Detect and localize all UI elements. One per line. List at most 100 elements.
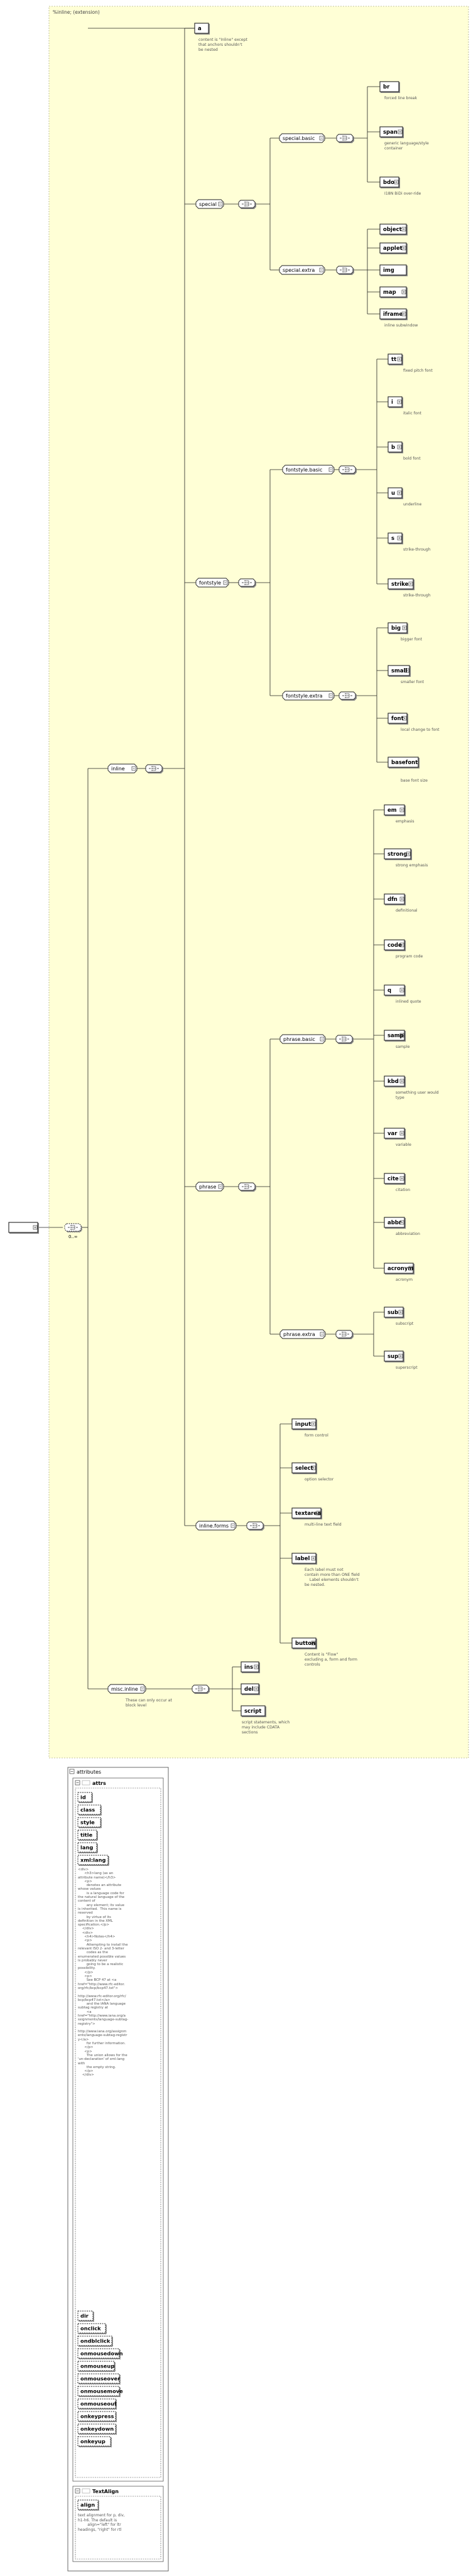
group-phrase-basic[interactable]: phrase.basic [279, 1034, 326, 1044]
attribute-onkeypress[interactable]: onkeypress [77, 2411, 116, 2422]
element-a[interactable]: a [194, 23, 209, 34]
element-i[interactable]: i [387, 396, 403, 407]
attribute-align[interactable]: align [77, 2499, 99, 2510]
attribute-lang[interactable]: lang [77, 1842, 97, 1853]
group-misc-inline[interactable]: misc.inline [107, 1684, 146, 1694]
group-fontstyle-basic[interactable]: fontstyle.basic [282, 465, 335, 475]
note-tt: fixed pitch font [403, 369, 433, 373]
attribute-ondblclick[interactable]: ondblclick [77, 2336, 112, 2346]
element-font[interactable]: font [387, 713, 408, 724]
kbd-label: kbd [387, 1079, 399, 1085]
button-label: button [295, 1641, 315, 1647]
element-span[interactable]: span [379, 126, 403, 137]
note-basefont: base font size [401, 779, 428, 783]
attribute-id-label: id [80, 1794, 86, 1801]
element-cite[interactable]: cite [384, 1173, 405, 1184]
fontstyle-label: fontstyle [199, 580, 221, 586]
attribute-onmouseout[interactable]: onmouseout [77, 2398, 117, 2409]
note-em: emphasis [396, 819, 414, 824]
element-script[interactable]: script [241, 1705, 266, 1716]
attribute-xml-lang[interactable]: xml:lang [77, 1855, 109, 1865]
dfn-label: dfn [387, 897, 398, 903]
em-label: em [387, 807, 397, 814]
fontstyle-extra-label: fontstyle.extra [286, 693, 323, 699]
element-textarea[interactable]: textarea [291, 1507, 322, 1519]
attribute-onmousedown[interactable]: onmousedown [77, 2348, 123, 2359]
element-small[interactable]: small [387, 665, 410, 676]
group-special-basic[interactable]: special.basic [279, 133, 325, 143]
group-inline-forms[interactable]: inline.forms [195, 1521, 237, 1531]
element-acronym[interactable]: acronym [384, 1263, 414, 1274]
bdo-label: bdo [383, 180, 394, 186]
note-dfn: definitional [396, 908, 418, 913]
choice-compositor [238, 578, 256, 587]
element-s[interactable]: s [387, 532, 403, 544]
element-del[interactable]: del [241, 1683, 259, 1695]
attribute-dir-label: dir [80, 2313, 89, 2319]
sup-label: sup [387, 1354, 398, 1360]
attribute-onclick-label: onclick [80, 2325, 101, 2332]
element-ins[interactable]: ins [241, 1661, 259, 1673]
element-input[interactable]: input [291, 1418, 317, 1430]
attribute-onkeydown[interactable]: onkeydown [77, 2423, 116, 2434]
choice-compositor [336, 134, 354, 143]
element-label[interactable]: label [291, 1553, 317, 1564]
element-map[interactable]: map [379, 286, 407, 298]
group-inline[interactable]: inline [107, 763, 138, 773]
element-strike[interactable]: strike [387, 578, 414, 590]
map-label: map [383, 289, 396, 296]
element-button[interactable]: button [291, 1637, 317, 1649]
group-fontstyle[interactable]: fontstyle [195, 578, 229, 588]
element-var[interactable]: var [384, 1128, 405, 1139]
attribute-class[interactable]: class [77, 1804, 101, 1815]
element-applet[interactable]: applet [379, 242, 407, 254]
element-sup[interactable]: sup [384, 1350, 404, 1362]
element-samp[interactable]: samp [384, 1030, 405, 1041]
element-abbr[interactable]: abbr [384, 1217, 405, 1228]
element-select[interactable]: select [291, 1462, 317, 1474]
special-basic-label: special.basic [283, 136, 315, 141]
group-label: %inline; (extension) [53, 9, 100, 15]
element-b[interactable]: b [387, 441, 403, 453]
element-img[interactable]: img [379, 264, 407, 276]
attribute-onkeyup[interactable]: onkeyup [77, 2436, 111, 2447]
group-phrase[interactable]: phrase [195, 1182, 224, 1192]
element-strong[interactable]: strong [384, 848, 411, 860]
attribute-lang-label: lang [80, 1845, 93, 1851]
element-code[interactable]: code [384, 939, 405, 951]
attribute-title[interactable]: title [77, 1830, 97, 1840]
note-input: form control [305, 1433, 328, 1438]
element-br[interactable]: br [379, 81, 399, 92]
group-fontstyle-extra[interactable]: fontstyle.extra [282, 691, 335, 701]
attribute-onmouseover[interactable]: onmouseover [77, 2373, 121, 2384]
acronym-label: acronym [387, 1266, 413, 1272]
element-basefont[interactable]: basefont [387, 757, 419, 768]
element-root-element[interactable] [8, 1222, 38, 1233]
element-u[interactable]: u [387, 487, 403, 498]
element-q[interactable]: q [384, 984, 405, 996]
group-special-extra[interactable]: special.extra [279, 265, 325, 275]
attribute-id[interactable]: id [77, 1792, 92, 1803]
element-tt[interactable]: tt [387, 353, 403, 365]
choice-compositor [246, 1521, 264, 1530]
note-abbr: abbreviation [396, 1232, 420, 1236]
b-label: b [391, 445, 395, 451]
attribute-style[interactable]: style [77, 1817, 101, 1828]
element-dfn[interactable]: dfn [384, 893, 405, 905]
input-label: input [295, 1421, 311, 1428]
attribute-onmousemove[interactable]: onmousemove [77, 2386, 123, 2396]
attribute-onkeypress-label: onkeypress [80, 2413, 114, 2420]
element-sub[interactable]: sub [384, 1307, 404, 1318]
element-iframe[interactable]: iframe [379, 308, 407, 320]
element-bdo[interactable]: bdo [379, 176, 399, 188]
inline-forms-label: inline.forms [199, 1523, 229, 1529]
element-big[interactable]: big [387, 622, 408, 633]
element-em[interactable]: em [384, 804, 405, 816]
attribute-onclick[interactable]: onclick [77, 2323, 106, 2334]
attribute-dir[interactable]: dir [77, 2310, 94, 2321]
element-kbd[interactable]: kbd [384, 1075, 405, 1087]
attribute-onmouseup[interactable]: onmouseup [77, 2361, 115, 2371]
group-special[interactable]: special [195, 199, 224, 209]
group-phrase-extra[interactable]: phrase.extra [279, 1329, 326, 1339]
element-object[interactable]: object [379, 224, 407, 235]
